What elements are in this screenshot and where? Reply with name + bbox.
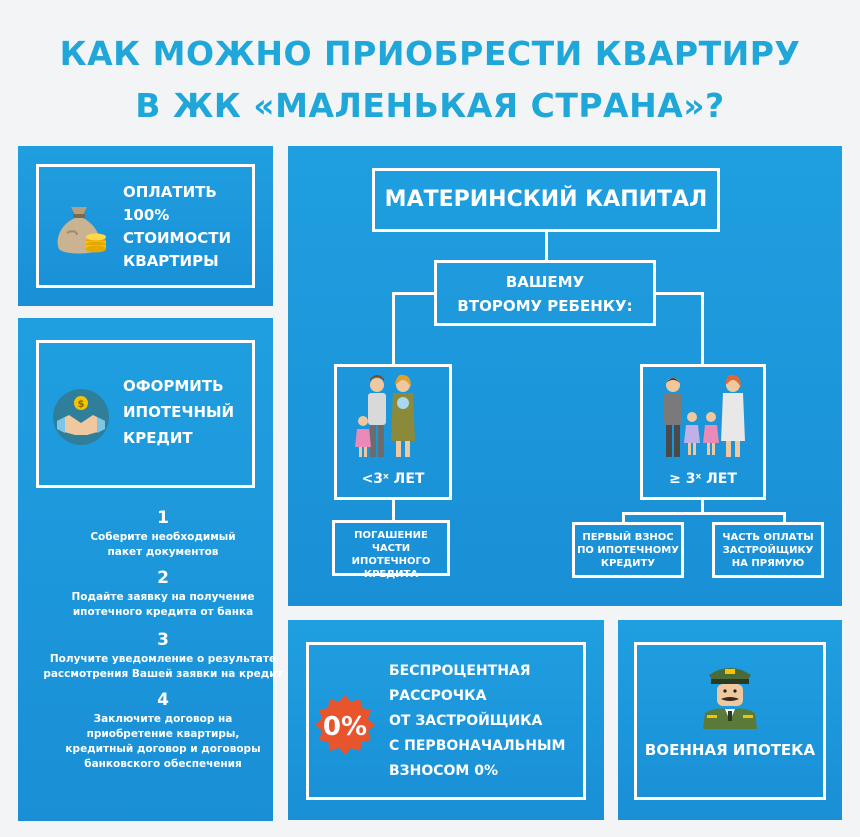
zero-percent-badge-icon: 0% — [315, 695, 375, 755]
age-under-3-box: <3ˣ ЛЕТ — [334, 364, 452, 500]
title-line-1: КАК МОЖНО ПРИОБРЕСТИ КВАРТИРУ — [59, 34, 801, 73]
page-title: КАК МОЖНО ПРИОБРЕСТИ КВАРТИРУ В ЖК «МАЛЕ… — [0, 28, 860, 132]
maternity-panel: МАТЕРИНСКИЙ КАПИТАЛ ВАШЕМУ ВТОРОМУ РЕБЕН… — [288, 146, 842, 606]
installment-text: БЕСПРОЦЕНТНАЯ РАССРОЧКА ОТ ЗАСТРОЙЩИКА С… — [389, 663, 566, 779]
maternity-title: МАТЕРИНСКИЙ КАПИТАЛ — [384, 187, 708, 212]
step-text: Заключите договор на приобретение кварти… — [65, 713, 261, 770]
installment-panel: 0% БЕСПРОЦЕНТНАЯ РАССРОЧКА ОТ ЗАСТРОЙЩИК… — [288, 620, 604, 820]
military-box: ВОЕННАЯ ИПОТЕКА — [634, 642, 826, 800]
military-panel: ВОЕННАЯ ИПОТЕКА — [618, 620, 842, 820]
mortgage-box: $ ОФОРМИТЬ ИПОТЕЧНЫЙ КРЕДИТ — [36, 340, 255, 488]
maternity-title-box: МАТЕРИНСКИЙ КАПИТАЛ — [372, 168, 720, 232]
connector-line — [545, 232, 548, 260]
step-number: 3 — [157, 630, 169, 650]
handshake-icon: $ — [53, 389, 109, 445]
maternity-subtitle-box: ВАШЕМУ ВТОРОМУ РЕБЕНКУ: — [434, 260, 656, 326]
title-line-2: В ЖК «МАЛЕНЬКАЯ СТРАНА»? — [135, 86, 725, 125]
step-number: 4 — [157, 690, 169, 710]
step-text: Подайте заявку на получение ипотечного к… — [71, 591, 255, 618]
age-under-3-label: <3ˣ ЛЕТ — [361, 471, 425, 487]
maternity-subtitle: ВАШЕМУ ВТОРОМУ РЕБЕНКУ: — [457, 273, 633, 315]
connector-line — [622, 512, 786, 515]
pay-full-text: ОПЛАТИТЬ 100% СТОИМОСТИ КВАРТИРЫ — [123, 183, 232, 270]
military-label: ВОЕННАЯ ИПОТЕКА — [644, 741, 816, 759]
connector-line — [622, 512, 625, 522]
money-bag-icon — [57, 207, 106, 254]
mortgage-panel: $ ОФОРМИТЬ ИПОТЕЧНЫЙ КРЕДИТ 1 Соберите н… — [18, 318, 283, 821]
age-over-3-box: ≥ 3ˣ ЛЕТ — [640, 364, 766, 500]
connector-line — [701, 500, 704, 514]
option-repay-mortgage: ПОГАШЕНИЕ ЧАСТИ ИПОТЕЧНОГО КРЕДИТА — [332, 520, 450, 580]
connector-line — [392, 292, 395, 364]
connector-line — [656, 292, 704, 295]
pay-full-box: ОПЛАТИТЬ 100% СТОИМОСТИ КВАРТИРЫ — [36, 164, 255, 288]
option-first-payment: ПЕРВЫЙ ВЗНОС ПО ИПОТЕЧНОМУ КРЕДИТУ — [572, 522, 684, 578]
step-number: 1 — [157, 508, 169, 528]
pay-full-panel: ОПЛАТИТЬ 100% СТОИМОСТИ КВАРТИРЫ — [18, 146, 273, 306]
connector-line — [392, 500, 395, 520]
mortgage-text: ОФОРМИТЬ ИПОТЕЧНЫЙ КРЕДИТ — [123, 377, 235, 447]
badge-text: 0% — [323, 712, 367, 742]
installment-box: 0% БЕСПРОЦЕНТНАЯ РАССРОЧКА ОТ ЗАСТРОЙЩИК… — [306, 642, 586, 800]
connector-line — [783, 512, 786, 522]
option-direct-payment: ЧАСТЬ ОПЛАТЫ ЗАСТРОЙЩИКУ НА ПРЯМУЮ — [712, 522, 824, 578]
step-number: 2 — [157, 568, 169, 588]
step-text: Соберите необходимый пакет документов — [90, 531, 236, 558]
soldier-icon — [703, 668, 757, 729]
step-text: Получите уведомление о результате рассмо… — [43, 653, 283, 680]
connector-line — [701, 292, 704, 364]
age-over-3-label: ≥ 3ˣ ЛЕТ — [669, 471, 737, 487]
family-icon — [355, 374, 415, 457]
family-icon — [664, 374, 745, 457]
svg-text:$: $ — [78, 399, 85, 410]
connector-line — [392, 292, 434, 295]
